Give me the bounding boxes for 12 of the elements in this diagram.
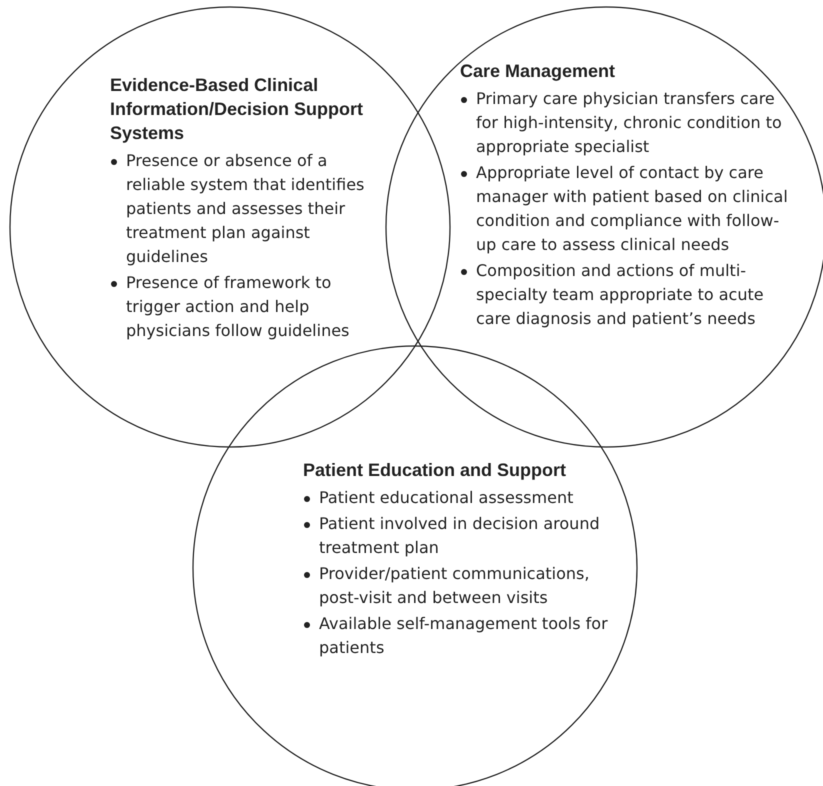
circle-heading: Patient Education and Support: [303, 459, 568, 482]
bullet-text: Presence or absence of a reliable system that identifies patients and assesses their treatment plan against guidelines: [126, 150, 366, 268]
circle-heading: Evidence-Based Clinical Information/Decision Support Systems: [110, 74, 364, 145]
bullet-text: Available self-management tools for patients: [319, 613, 609, 659]
bullet-text: Appropriate level of contact by care manager with patient based on clinical condition and compliance with follow-up care to assess clinical needs: [476, 162, 789, 256]
bullet-text: Presence of framework to trigger action and help physicians follow guidelines: [126, 272, 350, 342]
circle-heading: Care Management: [460, 60, 616, 83]
bullet-text: Composition and actions of multi-specialty team appropriate to acute care diagnosis and patient’s needs: [476, 260, 765, 330]
bullet-text: Provider/patient communications, post-visit and between visits: [319, 563, 590, 609]
bullet-text: Patient educational assessment: [319, 487, 574, 509]
bullet-text: Primary care physician transfers care for high-intensity, chronic condition to appropriate specialist: [476, 88, 783, 158]
bullet-text: Patient involved in decision around treatment plan: [319, 513, 601, 559]
